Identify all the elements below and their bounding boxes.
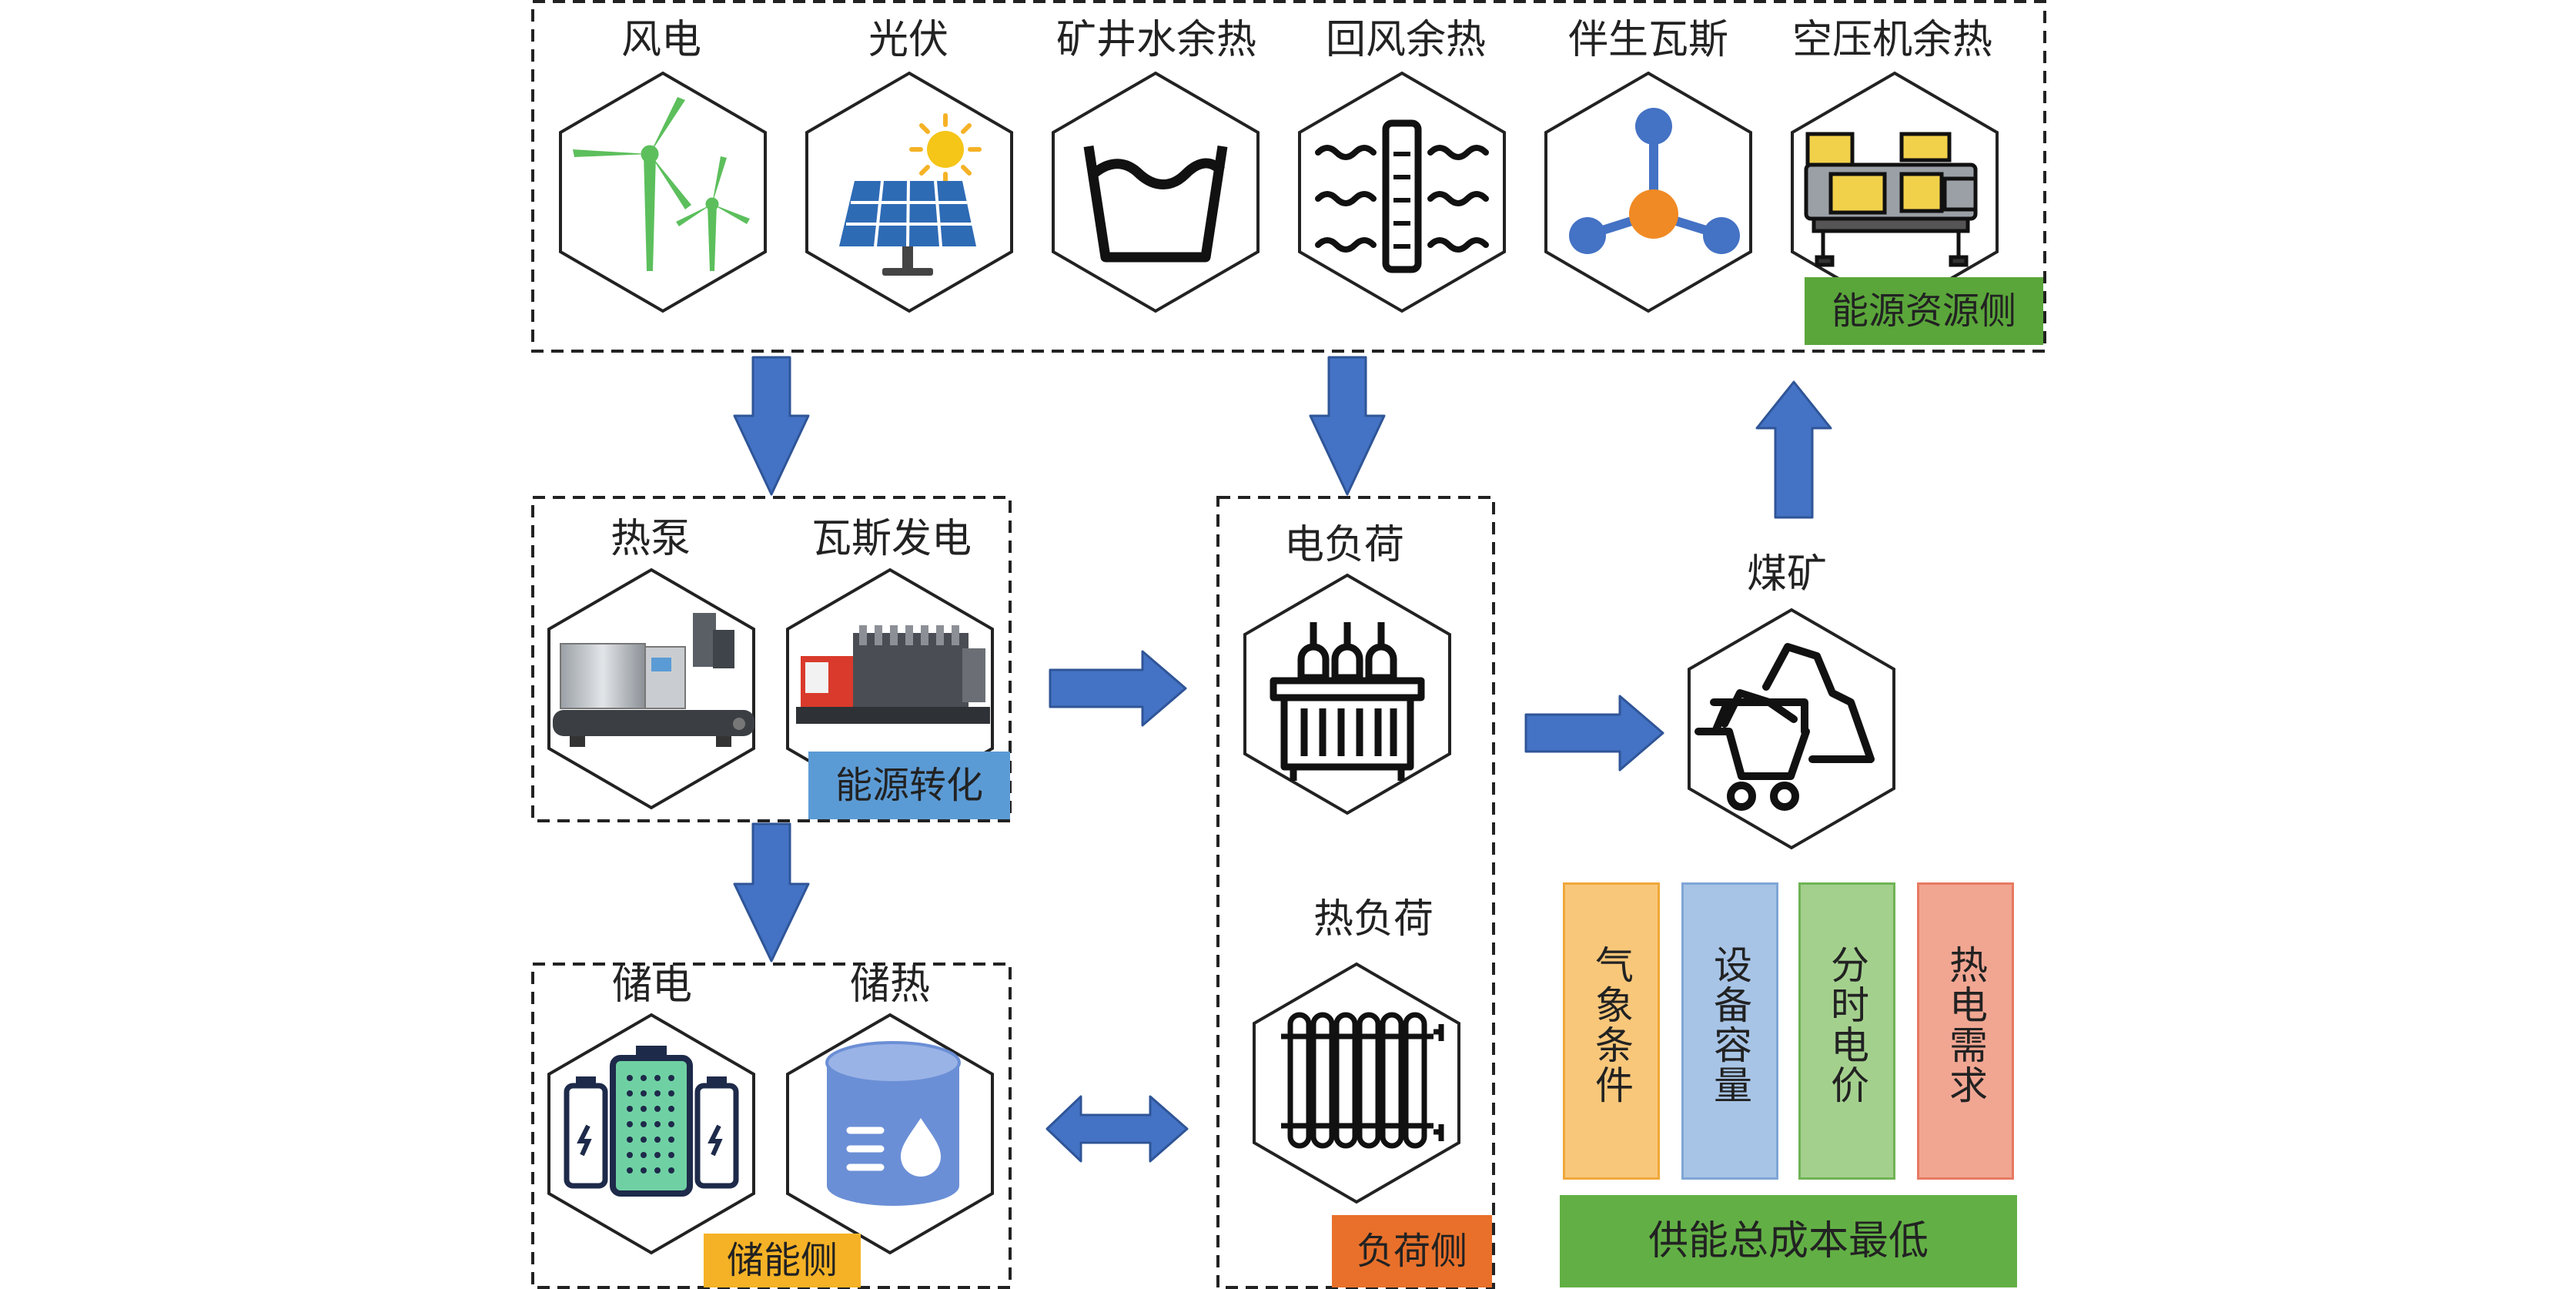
radiator-icon xyxy=(1281,1012,1444,1149)
label-gas-generator: 瓦斯发电 xyxy=(811,516,972,562)
arrow-load-to-coal xyxy=(1524,695,1664,772)
label-battery: 储电 xyxy=(611,963,693,1009)
hex-radiator xyxy=(1253,962,1460,1204)
gas-generator-icon xyxy=(796,625,990,724)
arrow-resource-to-conversion xyxy=(733,356,810,496)
label-heat-pump: 热泵 xyxy=(610,516,691,562)
hex-heat-pump xyxy=(547,567,755,810)
heat-pump-icon xyxy=(553,613,754,747)
factor-weather: 气象条件 xyxy=(1563,882,1660,1180)
tag-storage-side: 储能侧 xyxy=(704,1234,861,1287)
wind-turbine-icon xyxy=(573,97,750,271)
label-coal-mine: 煤矿 xyxy=(1746,551,1828,598)
hex-battery xyxy=(547,1013,755,1255)
factor-equipment-capacity: 设备容量 xyxy=(1681,882,1778,1180)
heat-tank-icon xyxy=(825,1041,961,1206)
solar-panel-icon xyxy=(839,113,982,276)
label-electric-load: 电负荷 xyxy=(1283,522,1405,568)
hex-mine-water xyxy=(1052,71,1260,313)
battery-icon xyxy=(564,1046,739,1197)
hex-gas xyxy=(1544,71,1752,313)
tag-load-side: 负荷侧 xyxy=(1332,1215,1492,1287)
factor-heat-power-demand: 热电需求 xyxy=(1917,882,2014,1180)
arrow-conversion-to-load xyxy=(1049,650,1187,727)
hex-wind xyxy=(559,71,767,313)
hex-return-air xyxy=(1298,71,1506,313)
label-heat-load: 热负荷 xyxy=(1313,896,1434,942)
hex-solar xyxy=(805,71,1013,313)
factor-tou-price: 分时电价 xyxy=(1798,882,1895,1180)
tag-conversion: 能源转化 xyxy=(808,752,1010,819)
return-air-heat-icon xyxy=(1315,119,1489,273)
label-solar: 光伏 xyxy=(868,17,949,63)
label-wind: 风电 xyxy=(621,17,702,63)
label-heat-tank: 储热 xyxy=(849,963,931,1009)
arrow-storage-load-bidirectional xyxy=(1045,1095,1189,1163)
transformer-icon xyxy=(1270,622,1425,781)
load-side-box xyxy=(1216,496,1495,1289)
tag-resource-side: 能源资源侧 xyxy=(1805,277,2043,345)
air-compressor-icon xyxy=(1804,132,1978,267)
label-gas: 伴生瓦斯 xyxy=(1567,17,1729,63)
objective-banner: 供能总成本最低 xyxy=(1560,1195,2017,1287)
label-compressor: 空压机余热 xyxy=(1791,17,1993,63)
hex-transformer xyxy=(1243,573,1451,815)
hex-coal-mine xyxy=(1688,608,1895,850)
arrow-conversion-to-storage xyxy=(733,822,810,963)
mine-water-icon xyxy=(1083,146,1228,263)
arrow-resource-to-load xyxy=(1309,356,1386,496)
coal-cart-icon xyxy=(1694,643,1875,811)
label-mine-water: 矿井水余热 xyxy=(1055,17,1257,63)
arrow-coal-to-resource xyxy=(1755,380,1832,519)
label-return-air: 回风余热 xyxy=(1325,17,1487,63)
hex-heat-tank xyxy=(786,1013,994,1255)
resource-side-box xyxy=(531,0,2046,353)
gas-molecule-icon xyxy=(1569,108,1740,254)
